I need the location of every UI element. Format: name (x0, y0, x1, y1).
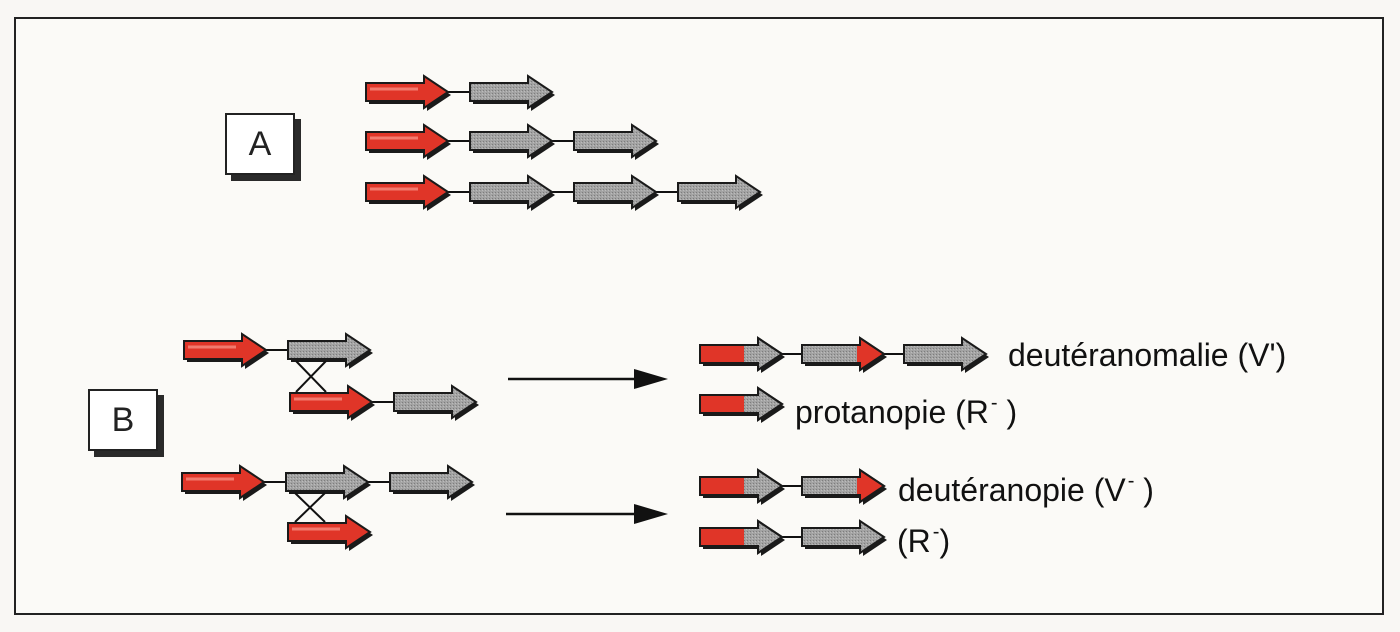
deuteranopia-close: ) (1134, 472, 1154, 508)
red-gene-arrow-icon (181, 464, 267, 501)
panel-b-label-box: B (88, 389, 164, 457)
red-gene-arrow-icon (365, 123, 451, 160)
r-minus-sup: - (932, 521, 940, 543)
green-gene-arrow-icon (801, 468, 887, 505)
protanopia-sup: - (990, 392, 998, 414)
deuteranopia-sup: - (1127, 470, 1135, 492)
green-gene-arrow-icon (801, 336, 887, 373)
gene-links (262, 91, 904, 538)
green-gene-arrow-icon (801, 519, 887, 556)
r-minus-label: (R-) (897, 522, 950, 557)
panel-b-label: B (88, 389, 158, 451)
r-minus-text: (R (897, 523, 931, 559)
green-gene-arrow-icon (573, 123, 659, 160)
deuteranopia-label: deutéranopie (V- ) (898, 471, 1154, 506)
green-gene-arrow-icon (699, 468, 785, 505)
green-gene-arrow-icon (469, 174, 555, 211)
green-gene-arrow-icon (677, 174, 763, 211)
deuteranopia-text: deutéranopie (V (898, 472, 1126, 508)
crossovers (294, 360, 327, 523)
green-gene-arrow-icon (393, 384, 479, 421)
red-gene-arrow-icon (365, 174, 451, 211)
green-gene-arrow-icon (699, 386, 785, 423)
r-minus-close: ) (939, 523, 951, 559)
crossover-icon (295, 360, 327, 393)
green-gene-arrow-icon (469, 74, 555, 111)
red-gene-arrow-icon (183, 332, 269, 369)
green-gene-arrow-icon (573, 174, 659, 211)
crossover-icon (294, 492, 326, 523)
result-arrows (506, 369, 668, 524)
gene-arrows (181, 74, 989, 556)
protanopia-label: protanopie (R- ) (795, 393, 1017, 428)
protanopia-text: protanopie (R (795, 394, 989, 430)
protanopia-close: ) (997, 394, 1018, 430)
panel-a-label: A (225, 113, 295, 175)
red-gene-arrow-icon (287, 514, 373, 551)
panel-a-label-box: A (225, 113, 301, 181)
deuteranomaly-label: deutéranomalie (V') (1008, 339, 1286, 371)
green-gene-arrow-icon (287, 332, 373, 369)
red-gene-arrow-icon (365, 74, 451, 111)
green-gene-arrow-icon (903, 336, 989, 373)
green-gene-arrow-icon (699, 336, 785, 373)
deuteranomaly-text: deutéranomalie (V') (1008, 337, 1287, 373)
red-gene-arrow-icon (289, 384, 375, 421)
green-gene-arrow-icon (285, 464, 371, 501)
green-gene-arrow-icon (389, 464, 475, 501)
green-gene-arrow-icon (699, 519, 785, 556)
result-arrow-icon (508, 369, 668, 389)
green-gene-arrow-icon (469, 123, 555, 160)
result-arrow-icon (506, 504, 668, 524)
